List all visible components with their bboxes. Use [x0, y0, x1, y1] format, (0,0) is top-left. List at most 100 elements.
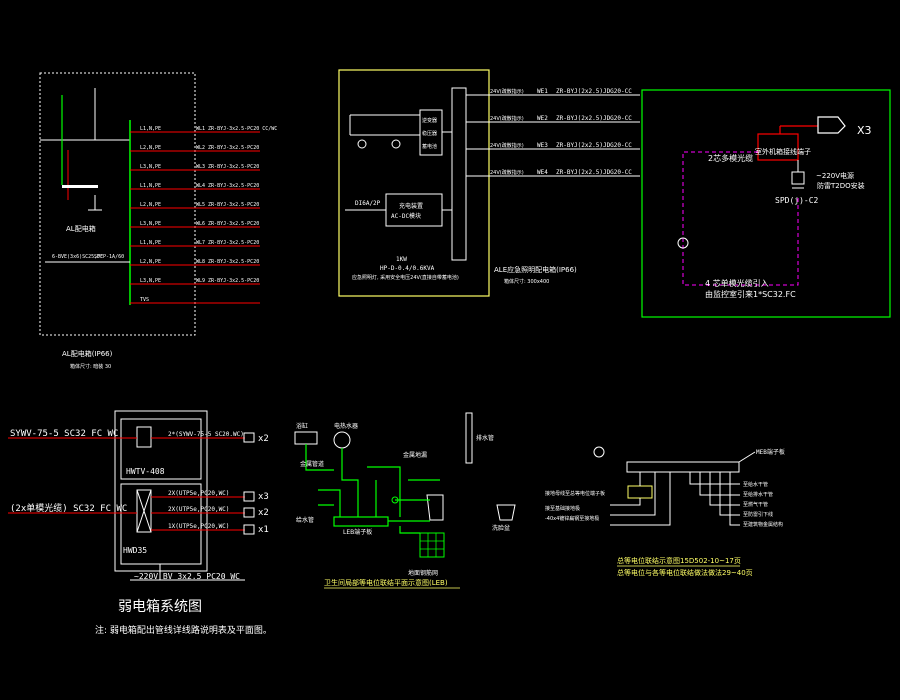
meb-right-label: 至建筑物金属结构 — [743, 521, 783, 528]
ale-output-voltage: 24V(疏散指示) — [490, 88, 524, 95]
x3-power-label: ~220V电源 — [816, 171, 854, 180]
al-circuit-label: WL5 ZR-BYJ-3x2.5-PC20 — [196, 202, 259, 208]
ale-panel-border — [338, 69, 490, 297]
leb-label: 给水管 — [296, 516, 314, 524]
x3-tag: X3 — [857, 124, 872, 137]
al-breaker-label: L2,N,PE — [140, 202, 161, 208]
leb-label: 地面钢筋网 — [408, 569, 438, 577]
ale-module-label: 蓄电池 — [422, 143, 437, 150]
weak-data-outlet-icon-2 — [243, 507, 255, 518]
ale-input-label: DI6A/2P — [355, 200, 381, 207]
weak-bottom-device: HWD35 — [123, 546, 147, 555]
ale-output-cable: ZR-BYJ(2x2.5)JDG20-CC — [556, 88, 632, 95]
leb-drain-icon — [426, 494, 444, 521]
meb-labels: 接地母线至总等电位端子板接至基础接地极-40x4镀锌扁钢至接地极至给水干管至给排… — [545, 481, 783, 528]
weak-box-lower — [120, 483, 202, 565]
weak-outlet-count: x1 — [258, 525, 269, 535]
meb-right-label: 至给水干管 — [743, 481, 768, 488]
ale-converter-box — [385, 193, 443, 227]
weak-tv-device — [136, 426, 152, 448]
meb-box-label: MEB端子板 — [756, 448, 785, 456]
x3-spd-label: SPD(j)-C2 — [775, 196, 819, 205]
al-breaker-label: L3,N,PE — [140, 164, 161, 170]
x3-bottom-label-1: 4 芯单模光缆引入 — [705, 278, 769, 288]
al-breaker-label: L2,N,PE — [140, 145, 161, 151]
weak-top-count: x2 — [258, 434, 269, 444]
weak-box-title: 弱电箱系统图 — [118, 599, 202, 615]
weak-outlet-count: x3 — [258, 492, 269, 502]
al-incoming-note: 6-BVE(3x6)SC25,FC — [52, 254, 103, 260]
ale-converter-label-1: 充电装置 — [399, 202, 423, 210]
ale-output-cable: ZR-BYJ(2x2.5)JDG20-CC — [556, 169, 632, 176]
al-breaker-label: L1,N,PE — [140, 240, 161, 246]
ale-power-label-2: HP-D-0.4/0.6KVA — [380, 265, 435, 272]
weak-box-upper — [120, 418, 202, 480]
leb-label: 洗脸盆 — [492, 524, 510, 532]
weak-data-outlet-icon-1 — [243, 491, 255, 502]
leb-mesh-grid — [420, 533, 444, 557]
leb-wall-pipe — [465, 412, 473, 464]
meb-right-label: 至防雷引下线 — [743, 511, 773, 518]
weak-current-box: SYWV-75-5 SC32 FC WC (2x单模光缆) SC32 FC WC… — [8, 410, 272, 636]
al-circuit-label: WL4 ZR-BYJ-3x2.5-PC20 — [196, 183, 259, 189]
leb-label: 金属地漏 — [403, 451, 427, 459]
meb-right-wires — [689, 472, 740, 526]
leb-label: 排水管 — [476, 434, 494, 442]
weak-outlet-label: 2X(UTP5e,PC20,WC) — [168, 490, 229, 497]
x3-fiber-panel: X3 室外机箱接线端子 2芯多模光缆 ~220V电源 防雷T2DO安装 SPD(… — [641, 89, 891, 318]
meb-terminal-board — [626, 461, 740, 473]
x3-module-label: 室外机箱接线端子 — [755, 147, 811, 156]
al-panel-border — [39, 72, 196, 336]
al-circuit-label: WL9 ZR-BYJ-3x2.5-PC20 — [196, 278, 259, 284]
ale-converter-label-2: AC-DC模块 — [391, 212, 421, 220]
x3-fiber-loop — [682, 151, 799, 286]
meb-left-label: 接至基础接地极 — [545, 505, 580, 512]
weak-tv-outlet-icon — [243, 432, 255, 443]
weak-data-cross-2 — [136, 489, 152, 533]
leb-bonding-wires — [305, 444, 440, 534]
x3-spd-icon — [791, 171, 805, 185]
al-circuit-label: WL6 ZR-BYJ-3x2.5-PC20 — [196, 221, 259, 227]
weak-data-device — [136, 489, 152, 533]
leb-label: 金属管道 — [300, 460, 324, 468]
leb-washbasin-icon — [496, 504, 516, 521]
ale-indicator-1 — [357, 139, 367, 149]
al-circuit-label: WL2 ZR-BYJ-3x2.5-PC20 — [196, 145, 259, 151]
leb-bathtub-icon — [294, 431, 318, 445]
meb-right-label: 至燃气干管 — [743, 501, 768, 508]
al-breaker-label: L2,N,PE — [140, 259, 161, 265]
weak-box-outer — [114, 410, 208, 572]
leb-label: 电热水器 — [334, 422, 358, 430]
ale-module-label: 稳压器 — [422, 130, 437, 137]
ale-output-circuit: WE3 — [537, 142, 548, 149]
leb-label: 浴缸 — [296, 422, 308, 430]
x3-camera-icon — [817, 116, 846, 134]
al-circuit-label: WL7 ZR-BYJ-3x2.5-PC20 — [196, 240, 259, 246]
weak-data-outlet-icon-3 — [243, 524, 255, 535]
leb-floor-mesh — [419, 532, 445, 558]
meb-bonding-diagram: MEB端子板 接地母线至总等电位端子板接至基础接地极-40x4镀锌扁钢至接地极至… — [545, 446, 785, 577]
weak-cable-top: SYWV-75-5 SC32 FC WC — [10, 429, 118, 439]
x3-module-box — [757, 133, 799, 161]
meb-caption-2: 总等电位与各等电位联结做法做法29~40页 — [617, 568, 753, 577]
weak-outlet-count: x2 — [258, 508, 269, 518]
ale-output-voltage: 24V(疏散指示) — [490, 115, 524, 122]
weak-top-device: HWTV-408 — [126, 467, 165, 476]
al-circuit-label: WL3 ZR-BYJ-3x2.5-PC20 — [196, 164, 259, 170]
x3-panel-border — [641, 89, 891, 318]
meb-leader — [738, 451, 756, 463]
weak-top-out: 2*(SYWV-75-5 SC20.WC) — [168, 431, 244, 438]
weak-outlet-list: 2X(UTP5e,PC20,WC)x32X(UTP5e,PC20,WC)x21X… — [168, 490, 269, 535]
meb-marker-icon — [593, 446, 605, 458]
ale-indicator-2 — [391, 139, 401, 149]
ale-output-circuit: WE4 — [537, 169, 548, 176]
al-tag: AL配电箱 — [66, 224, 96, 233]
al-breaker-label: L1,N,PE — [140, 183, 161, 189]
al-panel-title: AL配电箱(IP66) — [62, 349, 113, 358]
ale-module-label: 逆变器 — [422, 117, 437, 124]
ale-power-label-1: 1KW — [396, 256, 407, 263]
al-distribution-panel: AL配电箱 6-BVE(3x6)SC25,FC SDFP-1A/60 L1,N,… — [39, 72, 277, 370]
